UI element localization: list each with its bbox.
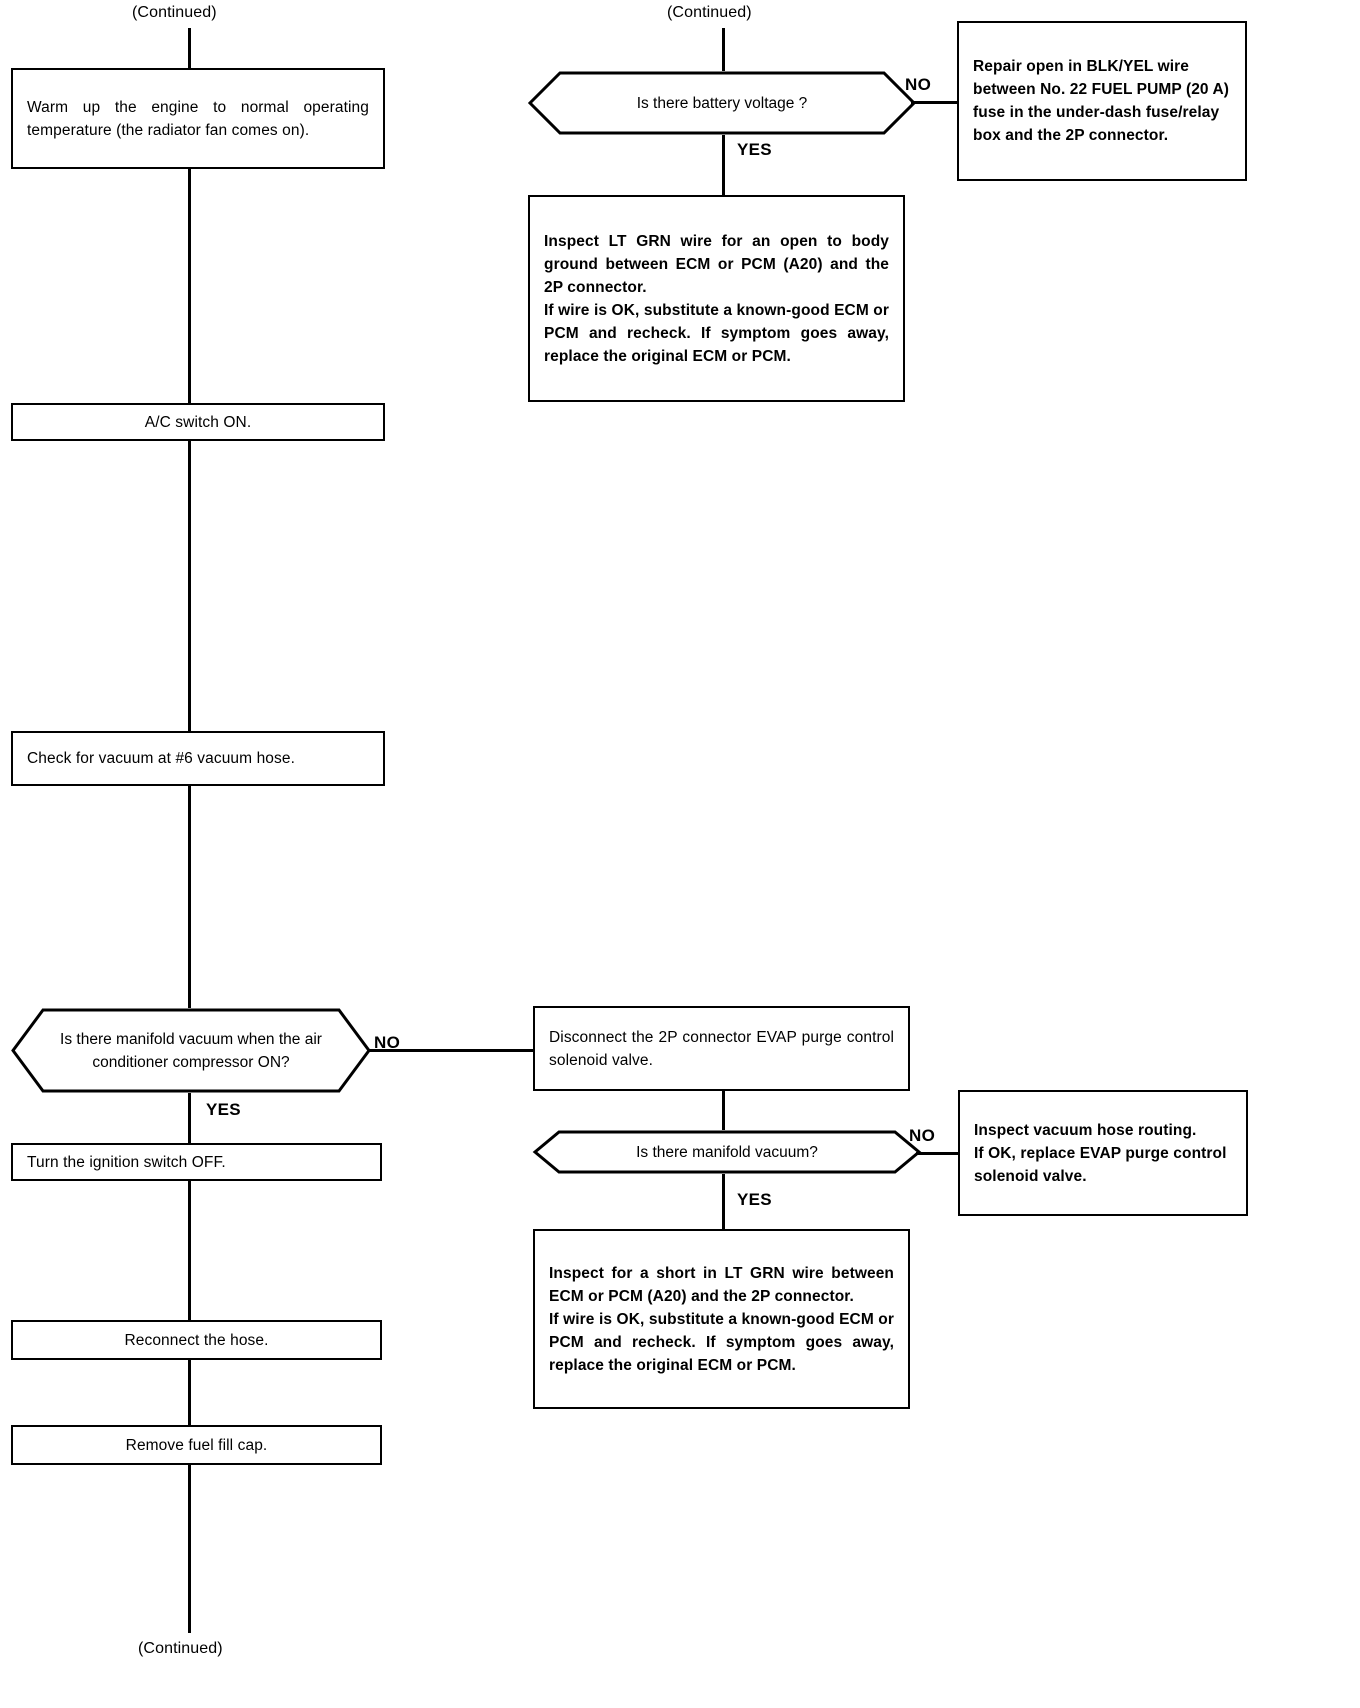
decision-battery-voltage: Is there battery voltage ? [527, 71, 917, 135]
box-turn-ignition-off: Turn the ignition switch OFF. [11, 1143, 382, 1181]
connector-yes-battery-vertical [722, 135, 725, 195]
branch-label-no-battery: NO [905, 75, 932, 94]
connector-ignition-to-reconnect [188, 1181, 191, 1320]
bottom-continued-label: (Continued) [138, 1640, 223, 1657]
branch-label-yes-vacuum2: YES [737, 1190, 772, 1209]
connector-disconnect-to-decision2 [722, 1091, 725, 1130]
box-disconnect-2p-connector: Disconnect the 2P connector EVAP purge c… [533, 1006, 910, 1091]
connector-yes-left-vertical [188, 1093, 191, 1143]
branch-label-no-left: NO [374, 1033, 401, 1052]
connector-yes-vacuum2-vertical [722, 1174, 725, 1229]
connector-bottom-out [188, 1465, 191, 1633]
hexagon-shape [11, 1008, 371, 1093]
connector-no-battery-horizontal [911, 101, 959, 104]
connector-checkvacuum-to-decision [188, 786, 191, 1008]
box-remove-fuel-fill-cap: Remove fuel fill cap. [11, 1425, 382, 1465]
box-inspect-lt-grn-short: Inspect for a short in LT GRN wire betwe… [533, 1229, 910, 1409]
box-inspect-lt-grn-open-text: Inspect LT GRN wire for an open to body … [544, 232, 889, 365]
box-check-vacuum-hose: Check for vacuum at #6 vacuum hose. [11, 731, 385, 786]
connector-reconnect-to-fuelcap [188, 1360, 191, 1425]
connector-right-top [722, 28, 725, 71]
box-turn-ignition-off-text: Turn the ignition switch OFF. [27, 1153, 226, 1171]
decision-battery-voltage-text: Is there battery voltage ? [636, 94, 808, 112]
box-remove-fuel-fill-cap-text: Remove fuel fill cap. [125, 1436, 268, 1454]
box-inspect-lt-grn-short-text: Inspect for a short in LT GRN wire betwe… [549, 1264, 894, 1374]
branch-label-no-vacuum2: NO [909, 1126, 936, 1145]
box-disconnect-2p-connector-text: Disconnect the 2P connector EVAP purge c… [549, 1028, 894, 1069]
connector-no-vacuum2-horizontal [916, 1152, 960, 1155]
box-inspect-vacuum-hose-routing: Inspect vacuum hose routing. If OK, repl… [958, 1090, 1248, 1216]
box-reconnect-hose: Reconnect the hose. [11, 1320, 382, 1360]
connector-ac-to-checkvacuum [188, 441, 191, 731]
decision-manifold-vacuum-2-text: Is there manifold vacuum? [636, 1143, 818, 1161]
decision-manifold-vacuum-ac: Is there manifold vacuum when the air co… [11, 1008, 371, 1093]
connector-no-left-horizontal [369, 1049, 535, 1052]
box-check-vacuum-hose-text: Check for vacuum at #6 vacuum hose. [27, 750, 295, 767]
box-ac-switch-on-text: A/C switch ON. [144, 413, 252, 431]
box-inspect-lt-grn-open: Inspect LT GRN wire for an open to body … [528, 195, 905, 402]
top-continued-left-label: (Continued) [132, 4, 217, 21]
hexagon-shape [527, 71, 917, 135]
branch-label-yes-battery: YES [737, 140, 772, 159]
connector-warmup-to-ac [188, 169, 191, 403]
box-repair-open-blk-yel: Repair open in BLK/YEL wire between No. … [957, 21, 1247, 181]
hexagon-shape [532, 1130, 922, 1174]
top-continued-right-label: (Continued) [667, 4, 752, 21]
decision-manifold-vacuum-2: Is there manifold vacuum? [532, 1130, 922, 1174]
box-ac-switch-on: A/C switch ON. [11, 403, 385, 441]
box-warm-up-engine-text: Warm up the engine to normal operating t… [27, 98, 369, 139]
box-warm-up-engine: Warm up the engine to normal operating t… [11, 68, 385, 169]
box-reconnect-hose-text: Reconnect the hose. [124, 1331, 269, 1349]
box-inspect-vacuum-hose-routing-text: Inspect vacuum hose routing. If OK, repl… [974, 1121, 1227, 1185]
box-repair-open-blk-yel-text: Repair open in BLK/YEL wire between No. … [973, 58, 1230, 144]
connector-left-top [188, 28, 191, 68]
branch-label-yes-left: YES [206, 1100, 241, 1119]
decision-manifold-vacuum-ac-text: Is there manifold vacuum when the air co… [60, 1030, 322, 1071]
